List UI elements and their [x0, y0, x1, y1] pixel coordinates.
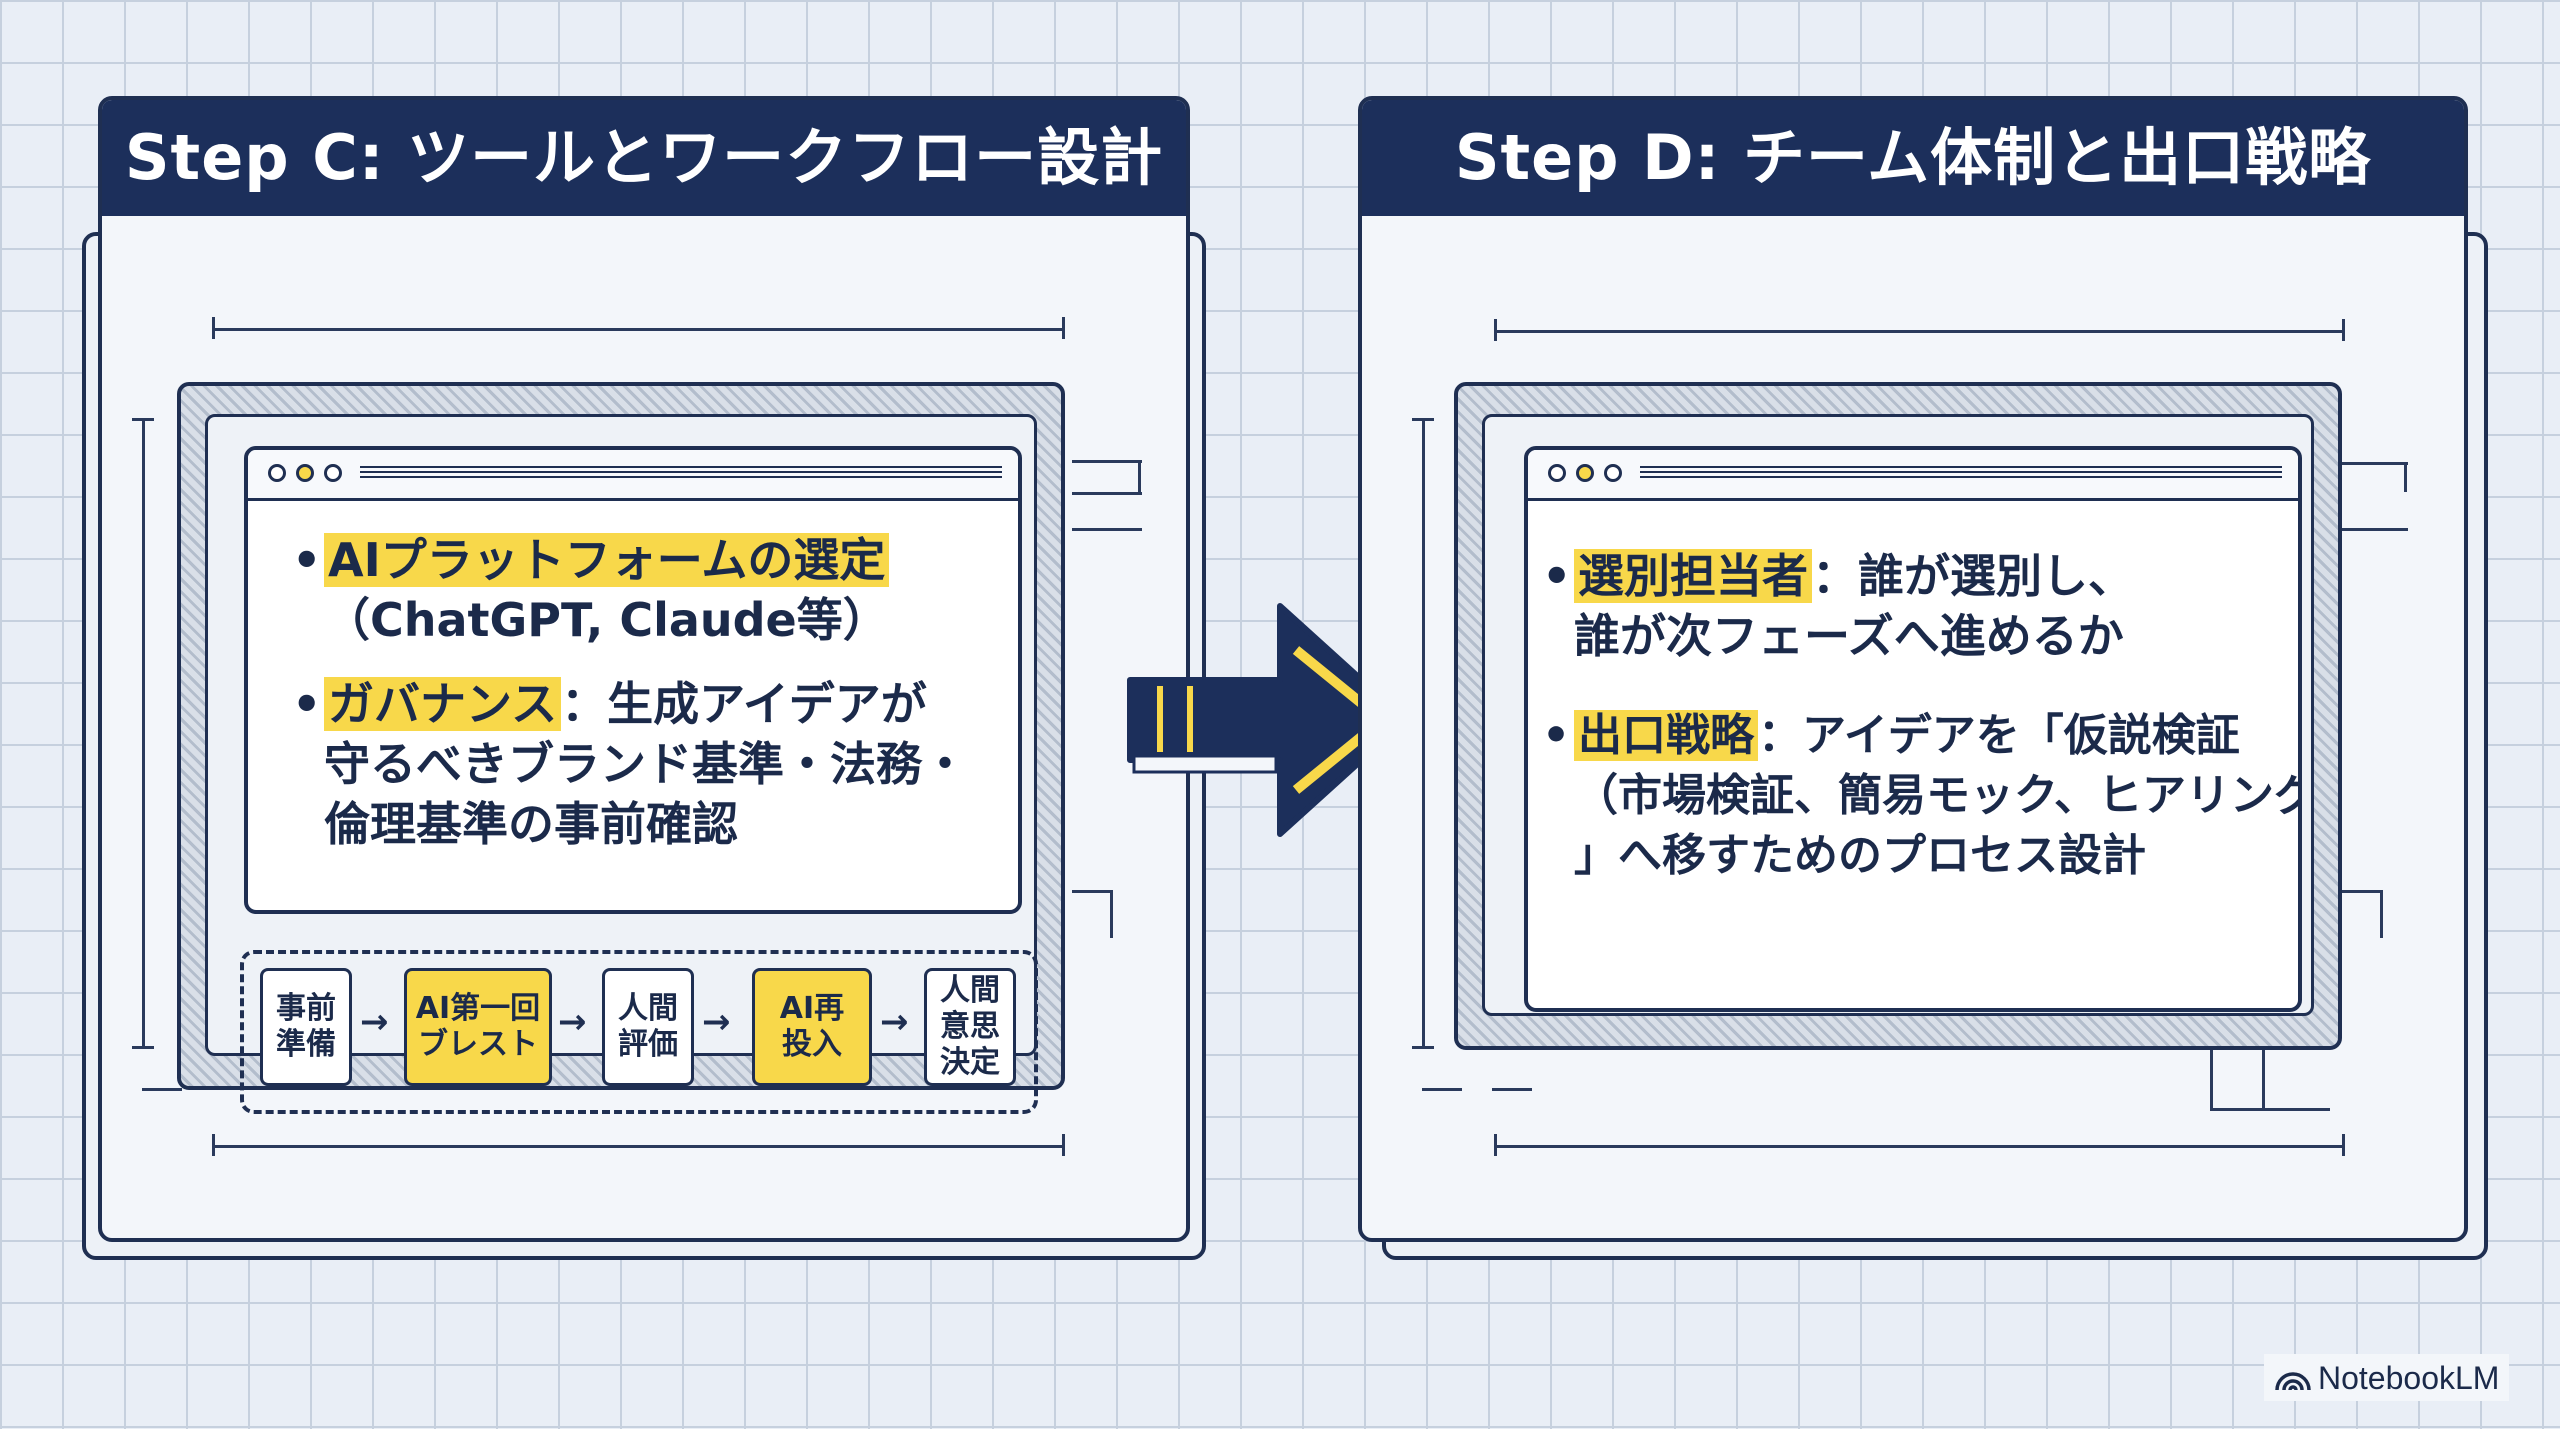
- dimension-tick: [1494, 1134, 1497, 1156]
- highlight-term: 出口戦略: [1574, 710, 1758, 761]
- dimension-tick: [1412, 1046, 1434, 1049]
- dimension-line-top: [212, 328, 1064, 331]
- dimension-bracket: [1072, 890, 1112, 893]
- flow-arrow-icon: →: [702, 1002, 731, 1042]
- right-panel: Step D: チーム体制と出口戦略 選別担当者：誰が選別し、 誰が次フェーズへ…: [1358, 96, 2468, 1242]
- dimension-tick: [212, 1134, 215, 1156]
- window-title-lines: [360, 466, 1002, 480]
- right-browser-window: 選別担当者：誰が選別し、 誰が次フェーズへ進めるか 出口戦略：アイデアを「仮説検…: [1524, 446, 2302, 1012]
- dimension-bracket: [2210, 1108, 2330, 1111]
- window-title-lines: [1640, 466, 2282, 480]
- window-title-bar: [1528, 450, 2298, 501]
- bullet-text-line: （市場検証、簡易モック、ヒアリング）: [1574, 770, 2302, 821]
- window-maximize-dot-icon: [1604, 464, 1622, 482]
- dimension-tick: [1494, 319, 1497, 341]
- right-bullet-list: 選別担当者：誰が選別し、 誰が次フェーズへ進めるか 出口戦略：アイデアを「仮説検…: [1538, 546, 2298, 910]
- flow-step-ai-first-brainstorm: AI第一回 ブレスト: [404, 968, 552, 1086]
- dimension-tick: [132, 418, 154, 421]
- dimension-tick: [212, 317, 215, 339]
- dimension-line-left: [142, 418, 145, 1048]
- left-panel: Step C: ツールとワークフロー設計 AIプラットフォームの選定 （Chat…: [98, 96, 1190, 1242]
- bullet-text: ：誰が選別し、: [1812, 549, 2134, 603]
- dimension-bracket: [2380, 890, 2383, 938]
- bullet-exit-strategy: 出口戦略：アイデアを「仮説検証 （市場検証、簡易モック、ヒアリング） 」へ移すた…: [1538, 706, 2298, 886]
- dimension-line-bottom: [1494, 1145, 2344, 1148]
- flow-step-human-review: 人間 評価: [602, 968, 694, 1086]
- flow-arrow-icon: →: [360, 1002, 389, 1042]
- dimension-tick: [1062, 317, 1065, 339]
- left-bullet-list: AIプラットフォームの選定 （ChatGPT, Claude等） ガバナンス：生…: [288, 530, 988, 878]
- dimension-line-left: [1422, 418, 1425, 1048]
- dimension-tick: [2342, 319, 2345, 341]
- window-close-dot-icon: [268, 464, 286, 482]
- dimension-bracket: [2210, 1050, 2213, 1110]
- bullet-text-line: 誰が次フェーズへ進めるか: [1574, 609, 2124, 663]
- flow-step-ai-reinput: AI再 投入: [752, 968, 872, 1086]
- dimension-bracket: [1072, 492, 1142, 495]
- dimension-bracket: [2262, 1050, 2265, 1110]
- dimension-bracket: [1072, 528, 1142, 531]
- highlight-term: ガバナンス: [324, 677, 562, 731]
- right-panel-title: Step D: チーム体制と出口戦略: [1362, 100, 2464, 216]
- dimension-tick: [1062, 1134, 1065, 1156]
- dimension-line-top: [1494, 330, 2344, 333]
- flow-step-human-decision: 人間 意思 決定: [924, 968, 1016, 1086]
- dimension-line-small: [142, 1088, 182, 1091]
- dimension-line-bottom: [212, 1145, 1064, 1148]
- left-browser-window: AIプラットフォームの選定 （ChatGPT, Claude等） ガバナンス：生…: [244, 446, 1022, 914]
- bullet-text-line: 倫理基準の事前確認: [324, 797, 738, 851]
- dimension-bracket: [2342, 528, 2408, 531]
- dimension-line-small: [1492, 1088, 1532, 1091]
- window-minimize-dot-icon: [296, 464, 314, 482]
- notebooklm-logo-icon: [2275, 1371, 2311, 1390]
- bullet-text: ：アイデアを「仮説検証: [1758, 710, 2240, 761]
- flow-arrow-icon: →: [880, 1002, 909, 1042]
- dimension-bracket: [1110, 890, 1113, 938]
- dimension-bracket: [2342, 462, 2408, 465]
- dimension-tick: [1412, 418, 1434, 421]
- highlight-term: 選別担当者: [1574, 549, 1812, 603]
- window-maximize-dot-icon: [324, 464, 342, 482]
- workflow-container: [240, 950, 1038, 1114]
- dimension-bracket: [1138, 460, 1141, 492]
- dimension-tick: [2342, 1134, 2345, 1156]
- highlight-term: AIプラットフォームの選定: [324, 533, 890, 587]
- dimension-line-small: [1422, 1088, 1462, 1091]
- left-panel-title: Step C: ツールとワークフロー設計: [102, 100, 1186, 216]
- flow-arrow-icon: →: [558, 1002, 587, 1042]
- bullet-text-line: （ChatGPT, Claude等）: [324, 593, 889, 647]
- bullet-selection-owner: 選別担当者：誰が選別し、 誰が次フェーズへ進めるか: [1538, 546, 2298, 666]
- watermark-text: NotebookLM: [2318, 1360, 2500, 1397]
- dimension-tick: [132, 1046, 154, 1049]
- flow-step-prep: 事前 準備: [260, 968, 352, 1086]
- bullet-governance: ガバナンス：生成アイデアが 守るべきブランド基準・法務・ 倫理基準の事前確認: [288, 674, 988, 854]
- dimension-bracket: [1072, 460, 1142, 463]
- window-minimize-dot-icon: [1576, 464, 1594, 482]
- window-title-bar: [248, 450, 1018, 501]
- window-close-dot-icon: [1548, 464, 1566, 482]
- dimension-bracket: [2404, 462, 2407, 492]
- bullet-text-line: 守るべきブランド基準・法務・: [324, 737, 968, 791]
- bullet-text: ：生成アイデアが: [561, 677, 927, 731]
- bullet-platform-selection: AIプラットフォームの選定 （ChatGPT, Claude等）: [288, 530, 988, 650]
- dimension-bracket: [2342, 890, 2382, 893]
- bullet-text-line: 」へ移すためのプロセス設計: [1574, 830, 2146, 881]
- notebooklm-watermark: NotebookLM: [2264, 1354, 2510, 1402]
